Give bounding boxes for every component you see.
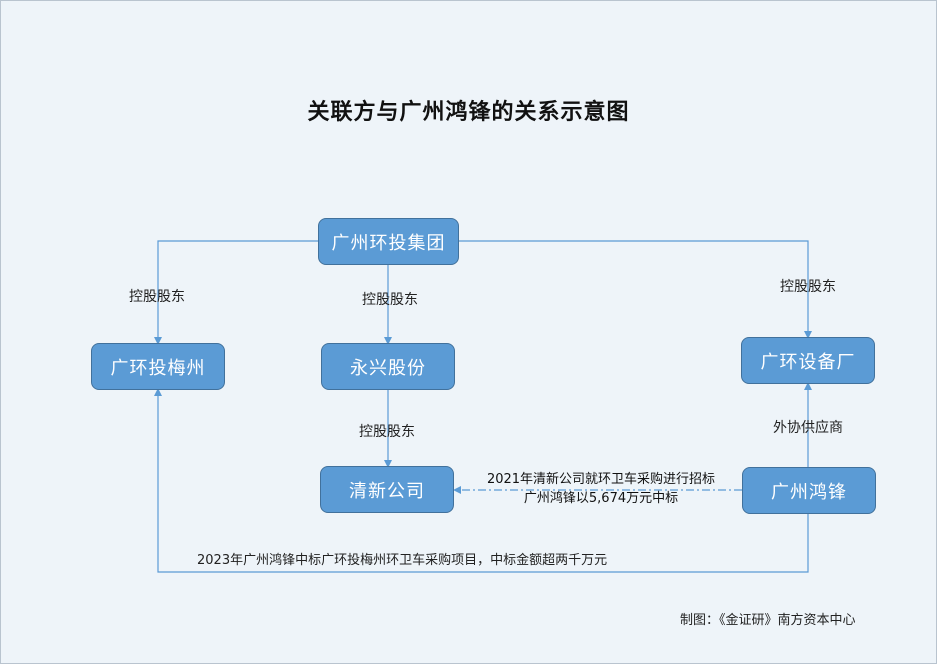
footer-credit: 制图：《金证研》南方资本中心 [680,613,856,628]
edge-huantou-shebei [458,240,812,339]
label-kg-meizhou: 控股股东 [129,289,185,305]
label-bid-2023: 2023年广州鸿锋中标广环投梅州环卫车采购项目，中标金额超两千万元 [197,553,608,568]
label-kg-yongxing: 控股股东 [362,292,418,308]
node-guangzhou-huantou: 广州环投集团 [318,218,459,265]
node-qingxin: 清新公司 [320,466,454,513]
edge-hongfeng-meizhou [154,388,809,573]
node-meizhou: 广环投梅州 [91,343,225,390]
label-tender-line2: 广州鸿锋以5,674万元中标 [523,491,679,506]
label-kg-shebei: 控股股东 [780,279,836,295]
node-shebei: 广环设备厂 [741,337,875,384]
label-kg-qingxin: 控股股东 [359,424,415,440]
node-yongxing: 永兴股份 [321,343,455,390]
label-tender-2021: 2021年清新公司就环卫车采购进行招标 广州鸿锋以5,674万元中标 [466,470,736,508]
edge-huantou-meizhou [154,240,318,345]
label-tender-line1: 2021年清新公司就环卫车采购进行招标 [486,472,716,487]
node-hongfeng: 广州鸿锋 [742,467,876,514]
label-supplier: 外协供应商 [773,420,843,436]
diagram-title: 关联方与广州鸿锋的关系示意图 [307,100,630,125]
